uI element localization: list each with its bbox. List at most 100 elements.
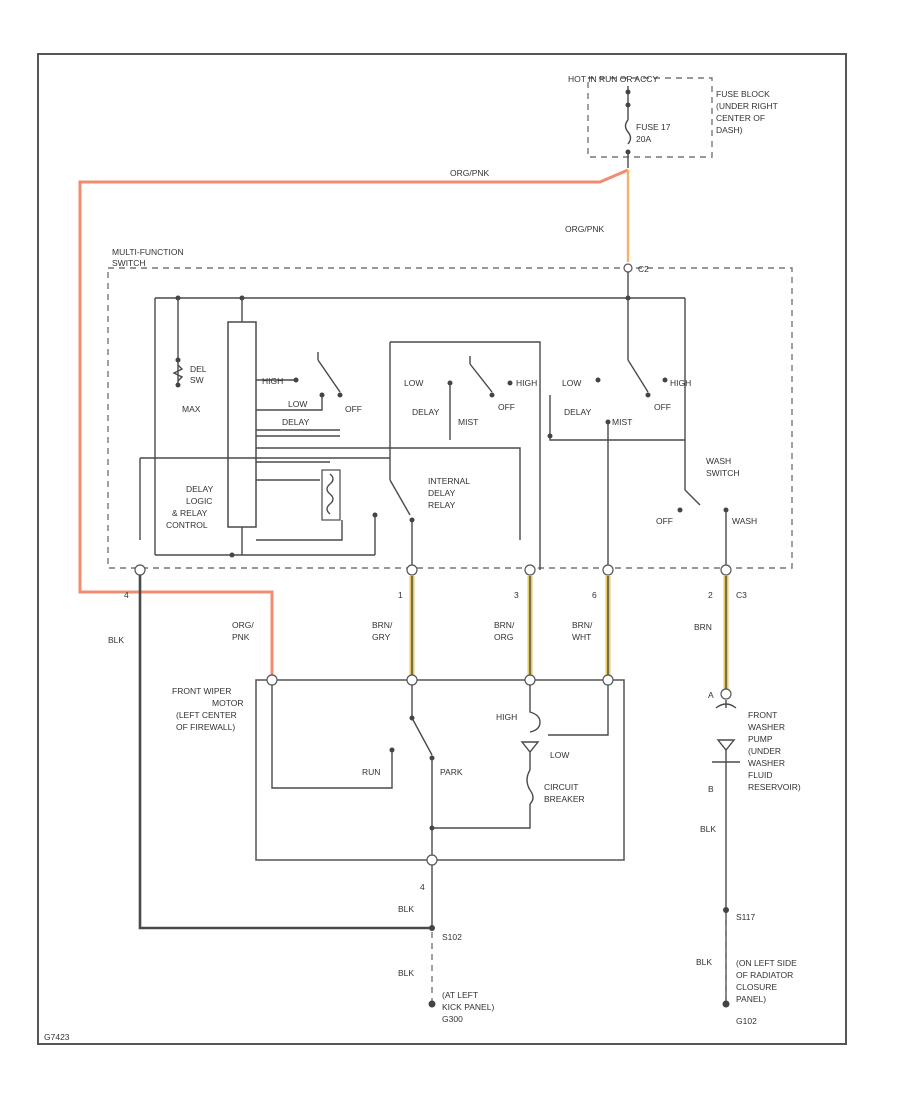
ground-left-desc2: KICK PANEL): [442, 1002, 494, 1012]
sw1-delay-label: DELAY: [282, 417, 310, 427]
wire-org-pnk-1: ORG/: [232, 620, 254, 630]
sw1-high-label: HIGH: [262, 376, 283, 386]
pin-left: 4: [124, 590, 129, 600]
ground-right-splice: S117: [736, 912, 755, 922]
motor-high-label: HIGH: [496, 712, 517, 722]
wire-brn-gry-2: GRY: [372, 632, 391, 642]
wire-org-pnk-top-label: ORG/PNK: [450, 168, 490, 178]
motor-run-label: RUN: [362, 767, 380, 777]
multifunction-switch: MULTI-FUNCTION SWITCH C2 DEL SW MAX DELA…: [107, 247, 793, 576]
pin-2: 2: [708, 590, 713, 600]
wash-switch-title-2: SWITCH: [706, 468, 740, 478]
delay-sub-label: SW: [190, 375, 204, 385]
connector-c3: C3: [736, 590, 747, 600]
motor-breaker-2: BREAKER: [544, 794, 585, 804]
fuse-source-label: HOT IN RUN OR ACCY: [568, 74, 658, 84]
fuse-block-line4: DASH): [716, 125, 743, 135]
ground-right-desc1: (ON LEFT SIDE: [736, 958, 797, 968]
fuse-block: HOT IN RUN OR ACCY FUSE BLOCK (UNDER RIG…: [568, 74, 778, 168]
pump-pin-a: A: [708, 690, 714, 700]
connector-c2-top: C2: [638, 264, 649, 274]
pump-pin-b: B: [708, 784, 714, 794]
delay-logic-line2: LOGIC: [186, 496, 212, 506]
pump-motor-symbol: [716, 739, 736, 752]
left-ground: 4 BLK S102 BLK (AT LEFT KICK PANEL) G300: [398, 865, 494, 1024]
motor-low-label: LOW: [550, 750, 569, 760]
wire-brn-gry-1: BRN/: [372, 620, 393, 630]
multifunction-label-2: SWITCH: [112, 258, 146, 268]
ground-left-splice: S102: [442, 932, 462, 942]
wire-org-pnk-2: PNK: [232, 632, 250, 642]
wire-org-pnk-vertical-label: ORG/PNK: [565, 224, 605, 234]
delay-logic-module: [227, 321, 257, 528]
diagram-frame: [37, 53, 847, 1045]
delay-pin-label: DEL: [190, 364, 207, 374]
motor-park-label: PARK: [440, 767, 463, 777]
pump-line5: WASHER: [748, 758, 785, 768]
internal-relay-coil-box: [321, 469, 341, 521]
pin-1: 1: [398, 590, 403, 600]
front-wiper-motor: FRONT WIPER MOTOR (LEFT CENTER OF FIREWA…: [172, 674, 625, 866]
sw3-low-label: LOW: [562, 378, 581, 388]
ground-left-id: G300: [442, 1014, 463, 1024]
ground-right-id: G102: [736, 1016, 757, 1026]
wash-switch-title-1: WASH: [706, 456, 731, 466]
delay-logic-line1: DELAY: [186, 484, 214, 494]
fuse-block-line3: CENTER OF: [716, 113, 765, 123]
wire-brn-wht-1: BRN/: [572, 620, 593, 630]
pin-3: 3: [514, 590, 519, 600]
delay-max-label: MAX: [182, 404, 201, 414]
sw2-high-label: HIGH: [516, 378, 537, 388]
ground-right-desc2: OF RADIATOR: [736, 970, 793, 980]
ground-right-desc3: CLOSURE: [736, 982, 777, 992]
wire-blk-left: BLK: [108, 635, 124, 645]
fuse-block-line1: FUSE BLOCK: [716, 89, 770, 99]
delay-potentiometer: [172, 364, 184, 382]
delay-logic-line4: CONTROL: [166, 520, 208, 530]
fuse-block-line2: (UNDER RIGHT: [716, 101, 778, 111]
fuse-rating-1: FUSE 17: [636, 122, 671, 132]
sw3-delay-label: DELAY: [564, 407, 592, 417]
motor-brush-symbol: [520, 741, 540, 754]
motor-line4: OF FIREWALL): [176, 722, 235, 732]
pump-line2: WASHER: [748, 722, 785, 732]
motor-line3: (LEFT CENTER: [176, 710, 237, 720]
wire-brn: BRN: [694, 622, 712, 632]
sw2-low-label: LOW: [404, 378, 423, 388]
motor-line2: MOTOR: [212, 698, 243, 708]
diagram-code: G7423: [44, 1032, 70, 1042]
pump-line4: (UNDER: [748, 746, 781, 756]
wire-brn-org-1: BRN/: [494, 620, 515, 630]
internal-relay-line1: INTERNAL: [428, 476, 470, 486]
ground-right-desc4: PANEL): [736, 994, 766, 1004]
motor-line1: FRONT WIPER: [172, 686, 231, 696]
org-pnk-wire-top: [78, 168, 629, 680]
sw1-low-label: LOW: [288, 399, 307, 409]
fuse-rating-2: 20A: [636, 134, 651, 144]
motor-breaker-1: CIRCUIT: [544, 782, 578, 792]
ground-left-wire1: BLK: [398, 904, 414, 914]
right-ground: BLK S117 BLK (ON LEFT SIDE OF RADIATOR C…: [696, 824, 797, 1026]
delay-logic-line3: & RELAY: [172, 508, 208, 518]
ground-left-wire2: BLK: [398, 968, 414, 978]
multifunction-label-1: MULTI-FUNCTION: [112, 247, 184, 257]
ground-right-wire1: BLK: [700, 824, 716, 834]
sw2-mist-label: MIST: [458, 417, 478, 427]
ground-right-wire2: BLK: [696, 957, 712, 967]
circuit-breaker-symbol: [526, 769, 534, 805]
ground-left-desc1: (AT LEFT: [442, 990, 478, 1000]
pump-line6: FLUID: [748, 770, 773, 780]
pump-line3: PUMP: [748, 734, 773, 744]
internal-relay-line2: DELAY: [428, 488, 456, 498]
wire-brn-wht-2: WHT: [572, 632, 591, 642]
blk-wire-left: [138, 575, 430, 930]
wash-switch-off: OFF: [656, 516, 673, 526]
pin-6: 6: [592, 590, 597, 600]
ground-left-pin: 4: [420, 882, 425, 892]
internal-relay-line3: RELAY: [428, 500, 456, 510]
sw2-delay-label: DELAY: [412, 407, 440, 417]
front-washer-pump: A B FRONT WASHER PUMP (UNDER WASHER FLUI…: [708, 688, 801, 1002]
sw3-high-label: HIGH: [670, 378, 691, 388]
wash-switch-wash: WASH: [732, 516, 757, 526]
